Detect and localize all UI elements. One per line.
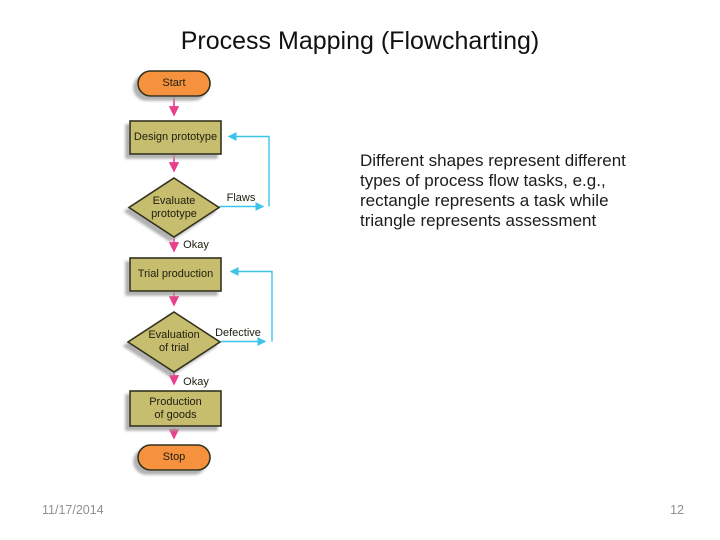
flowchart-nodes [126,70,222,471]
evaluation-of-trial-diamond-shape [126,311,222,373]
description-text-block: Different shapes represent different typ… [360,151,660,231]
flaws-return-line [227,131,270,207]
description-line: rectangle represents a task while [360,191,609,210]
footer-date: 11/17/2014 [42,503,104,517]
feedback-connectors [219,131,273,347]
footer-page-number: 12 [670,503,684,517]
design-prototype-shape [129,120,222,155]
evaluate-prototype-diamond-shape [127,177,221,238]
production-of-goods-shape [129,390,222,427]
defective-return-line [229,266,273,342]
description-line: types of process flow tasks, e.g., [360,171,606,190]
slide-title: Process Mapping (Flowcharting) [180,27,540,55]
trial-production-shape [129,257,222,292]
description-line: triangle represents assessment [360,211,597,230]
stop-terminator-shape [137,444,211,471]
description-line: Different shapes represent different [360,151,626,170]
start-terminator-shape [137,70,211,97]
